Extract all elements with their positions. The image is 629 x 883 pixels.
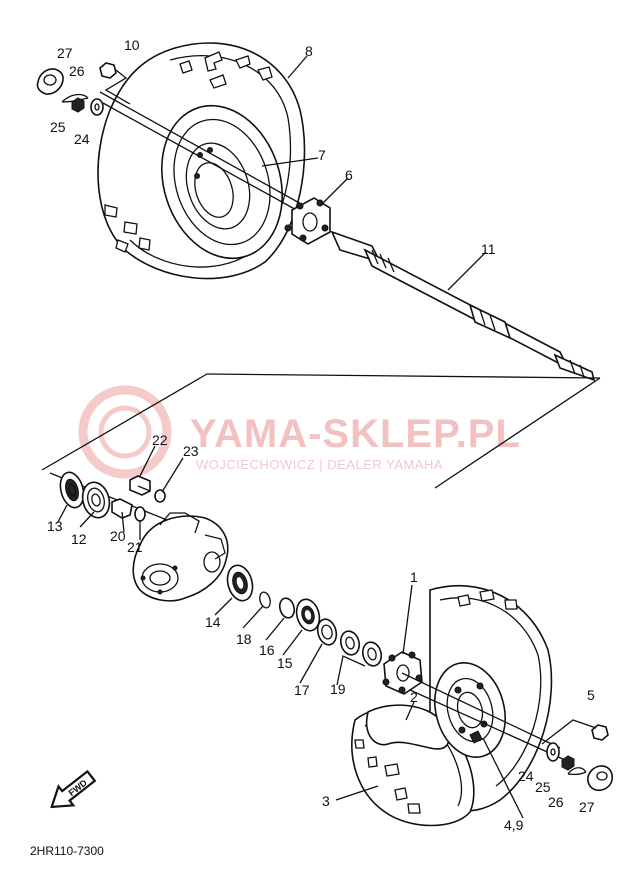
washer-23	[154, 489, 166, 503]
inner-parts	[259, 591, 383, 667]
washer-24	[90, 98, 104, 116]
lower-wheel-assembly	[351, 585, 553, 827]
fwd-arrow-icon: FWD	[50, 769, 97, 809]
callout-16: 16	[259, 642, 275, 658]
upper-hardware	[36, 62, 131, 116]
washer-19a	[339, 630, 361, 656]
washer-24b	[546, 742, 560, 762]
callout-7: 7	[318, 147, 326, 163]
callout-27b: 27	[579, 799, 595, 815]
callout-13: 13	[47, 518, 63, 534]
callout-2: 2	[410, 689, 418, 705]
callout-14: 14	[205, 614, 221, 630]
seal-17	[316, 618, 338, 646]
o-ring-18	[259, 591, 271, 609]
nut-10	[99, 62, 117, 79]
cap-27b	[587, 765, 613, 792]
callout-8: 8	[305, 43, 313, 59]
nut-25b	[561, 755, 575, 771]
cotter-pin-26b	[567, 767, 587, 776]
callout-18: 18	[236, 631, 252, 647]
lower-hardware	[541, 719, 613, 792]
callout-20: 20	[110, 528, 126, 544]
watermark-subtitle: WOJCIECHOWICZ | DEALER YAMAHA	[196, 457, 443, 472]
watermark-title: YAMA-SKLEP.PL	[190, 412, 521, 456]
lower-rim-2	[365, 704, 450, 750]
callout-19: 19	[330, 681, 346, 697]
callout-12: 12	[71, 531, 87, 547]
callout-23: 23	[183, 443, 199, 459]
collar-16	[278, 597, 296, 619]
bolt-20	[111, 498, 133, 519]
callout-24a: 24	[74, 131, 90, 147]
upper-tire-tread	[104, 51, 273, 253]
cap-27	[36, 68, 64, 95]
upper-wheel-assembly	[97, 42, 306, 280]
callout-11: 11	[481, 241, 496, 257]
callout-26b: 26	[548, 794, 564, 810]
callout-3: 3	[322, 793, 330, 809]
left-section	[59, 471, 254, 602]
callout-26a: 26	[69, 63, 85, 79]
callout-10: 10	[124, 37, 140, 53]
diagram-code: 2HR110-7300	[30, 844, 104, 858]
callout-15: 15	[277, 655, 293, 671]
callout-22: 22	[152, 432, 168, 448]
bearing-housing	[132, 515, 229, 602]
callout-27a: 27	[57, 45, 73, 61]
bearing-12	[81, 481, 111, 519]
callout-17: 17	[294, 682, 310, 698]
leader-lines	[57, 55, 524, 819]
nut-25	[71, 97, 85, 113]
rear-axle-11	[330, 230, 596, 382]
callout-labels: 8 7 6 11 10 27 26 25 24 22 23 13 12 20 2…	[47, 37, 595, 833]
callout-5: 5	[587, 687, 595, 703]
callout-21: 21	[127, 539, 143, 555]
washer-19b	[361, 641, 383, 667]
callout-25b: 25	[535, 779, 551, 795]
hub-6	[284, 197, 331, 245]
watermark: YAMA-SKLEP.PL WOJCIECHOWICZ | DEALER YAM…	[78, 385, 521, 479]
callout-25a: 25	[50, 119, 66, 135]
bolt-22	[129, 475, 151, 496]
callout-1: 1	[410, 569, 418, 585]
callout-24b: 24	[518, 768, 534, 784]
nut-5	[591, 724, 609, 741]
lower-tire-tread	[354, 589, 518, 814]
callout-4-9: 4,9	[504, 817, 524, 833]
callout-6: 6	[345, 167, 353, 183]
washer-21	[134, 506, 146, 522]
watermark-logo	[78, 385, 172, 479]
